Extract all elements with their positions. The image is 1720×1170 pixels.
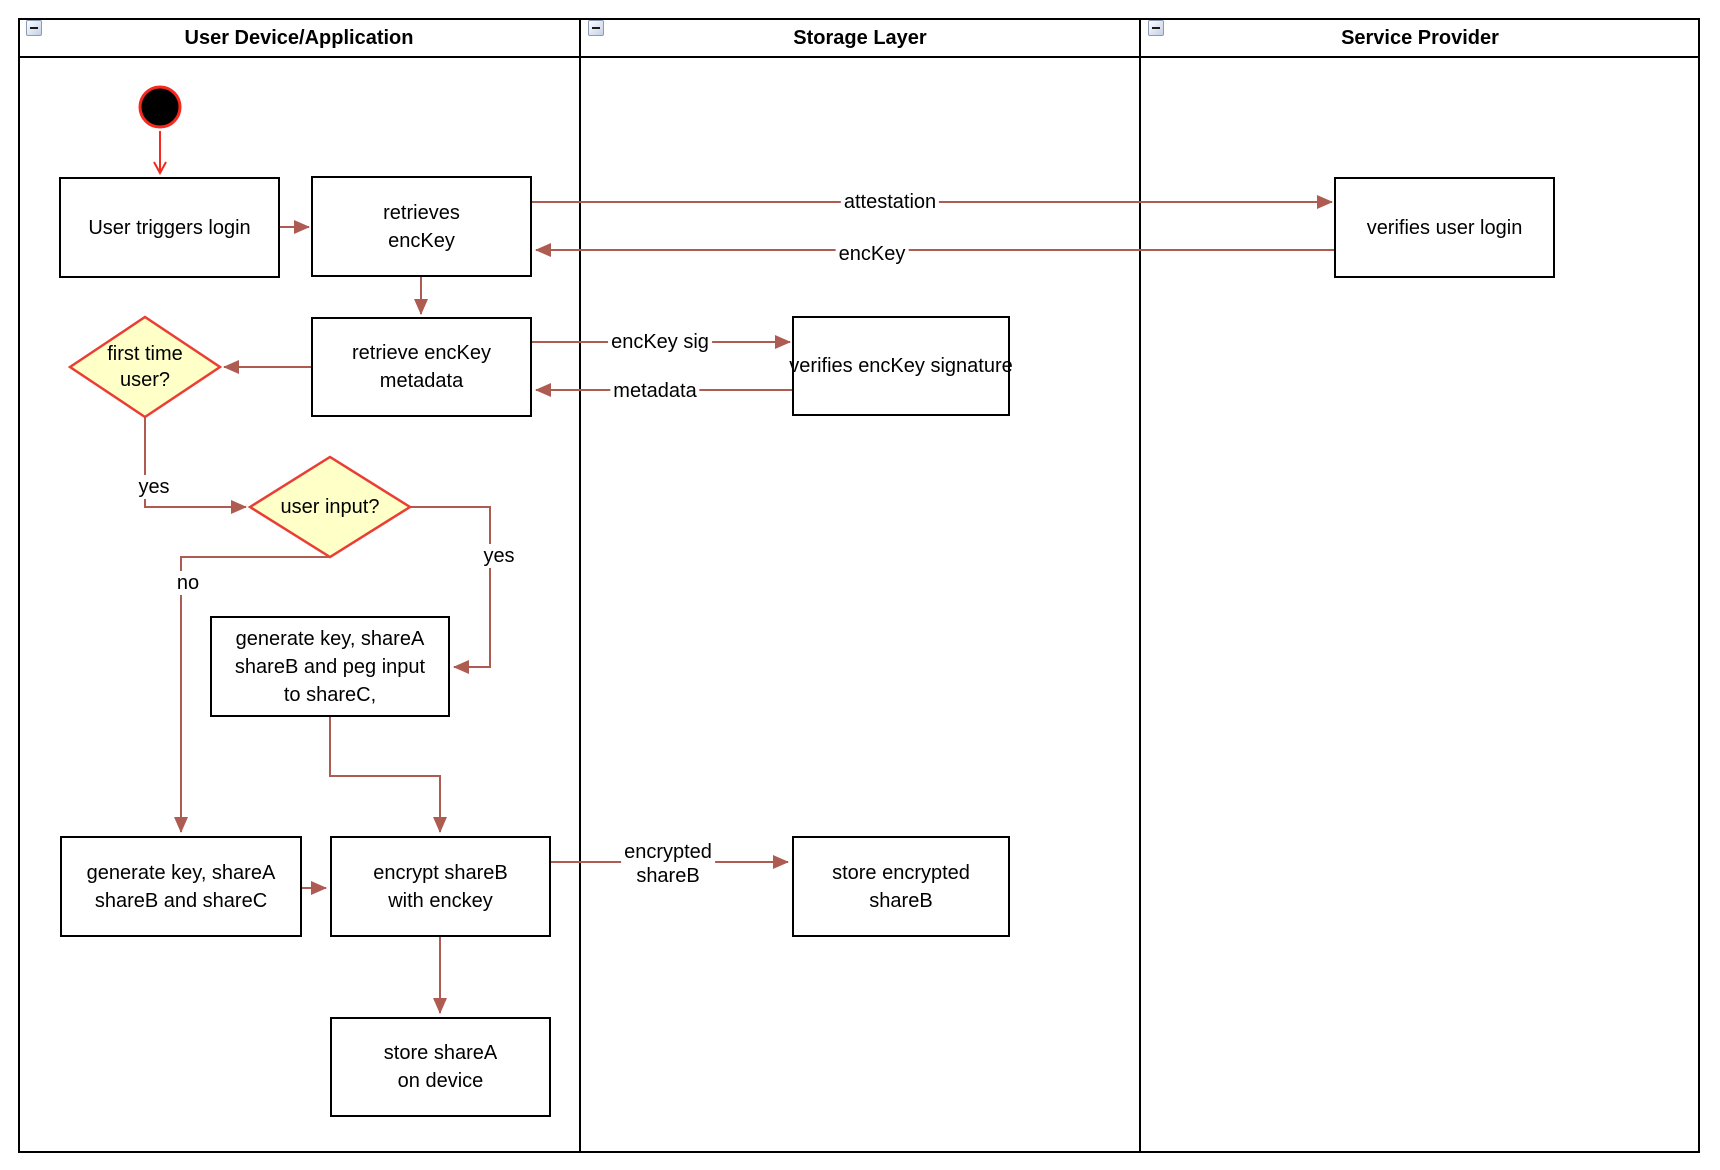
- node-retrieve-enckey-metadata[interactable]: retrieve encKey metadata: [311, 317, 532, 417]
- node-verifies-enckey-signature[interactable]: verifies encKey signature: [789, 316, 1013, 416]
- decision-label-first-time-user: first time user?: [107, 343, 183, 391]
- node-store-sharea-on-device[interactable]: store shareA on device: [330, 1017, 551, 1117]
- collapse-icon[interactable]: [588, 20, 604, 36]
- arrow-peg-to-encrypt[interactable]: [329, 716, 447, 833]
- minus-icon: [592, 27, 600, 29]
- arrow-first-time-yes[interactable]: [144, 417, 247, 514]
- node-store-encrypted-shareb[interactable]: store encrypted shareB: [792, 836, 1010, 937]
- pool-frame: [18, 18, 1700, 1153]
- decision-first-time-user[interactable]: [67, 315, 223, 419]
- node-verifies-user-login[interactable]: verifies user login: [1334, 177, 1555, 278]
- edge-label-enckey-sig: encKey sig: [608, 330, 712, 354]
- decision-user-input[interactable]: [247, 455, 413, 559]
- minus-icon: [1152, 27, 1160, 29]
- header-separator: [18, 56, 1700, 58]
- edge-label-attestation: attestation: [840, 190, 940, 214]
- edge-label-enckey: encKey: [835, 242, 909, 266]
- collapse-icon[interactable]: [1148, 20, 1164, 36]
- lane-separator-1: [579, 18, 581, 1153]
- edge-label-no-user-input: no: [173, 571, 203, 595]
- arrow-user-input-no[interactable]: [174, 556, 330, 833]
- node-generate-key-peg-input[interactable]: generate key, shareA shareB and peg inpu…: [210, 616, 450, 717]
- decision-label-user-input: user input?: [280, 496, 380, 518]
- edge-label-metadata: metadata: [610, 379, 700, 403]
- lane-separator-2: [1139, 18, 1141, 1153]
- lane-title-storage-layer[interactable]: Storage Layer: [793, 27, 927, 49]
- node-encrypt-shareb[interactable]: encrypt shareB with enckey: [330, 836, 551, 937]
- lane-title-service-provider[interactable]: Service Provider: [1341, 27, 1499, 49]
- initial-node[interactable]: [138, 85, 182, 129]
- arrow-user-input-yes[interactable]: [410, 506, 491, 674]
- collapse-icon[interactable]: [26, 20, 42, 36]
- node-user-triggers-login[interactable]: User triggers login: [59, 177, 280, 278]
- minus-icon: [30, 27, 38, 29]
- edge-label-yes-user-input: yes: [480, 544, 518, 568]
- edge-label-yes-first-time: yes: [135, 475, 173, 499]
- lane-title-user-device[interactable]: User Device/Application: [184, 27, 414, 49]
- node-retrieves-enckey[interactable]: retrieves encKey: [311, 176, 532, 277]
- edge-label-encrypted-shareb: encrypted shareB: [621, 840, 715, 888]
- node-generate-key-sharec[interactable]: generate key, shareA shareB and shareC: [60, 836, 302, 937]
